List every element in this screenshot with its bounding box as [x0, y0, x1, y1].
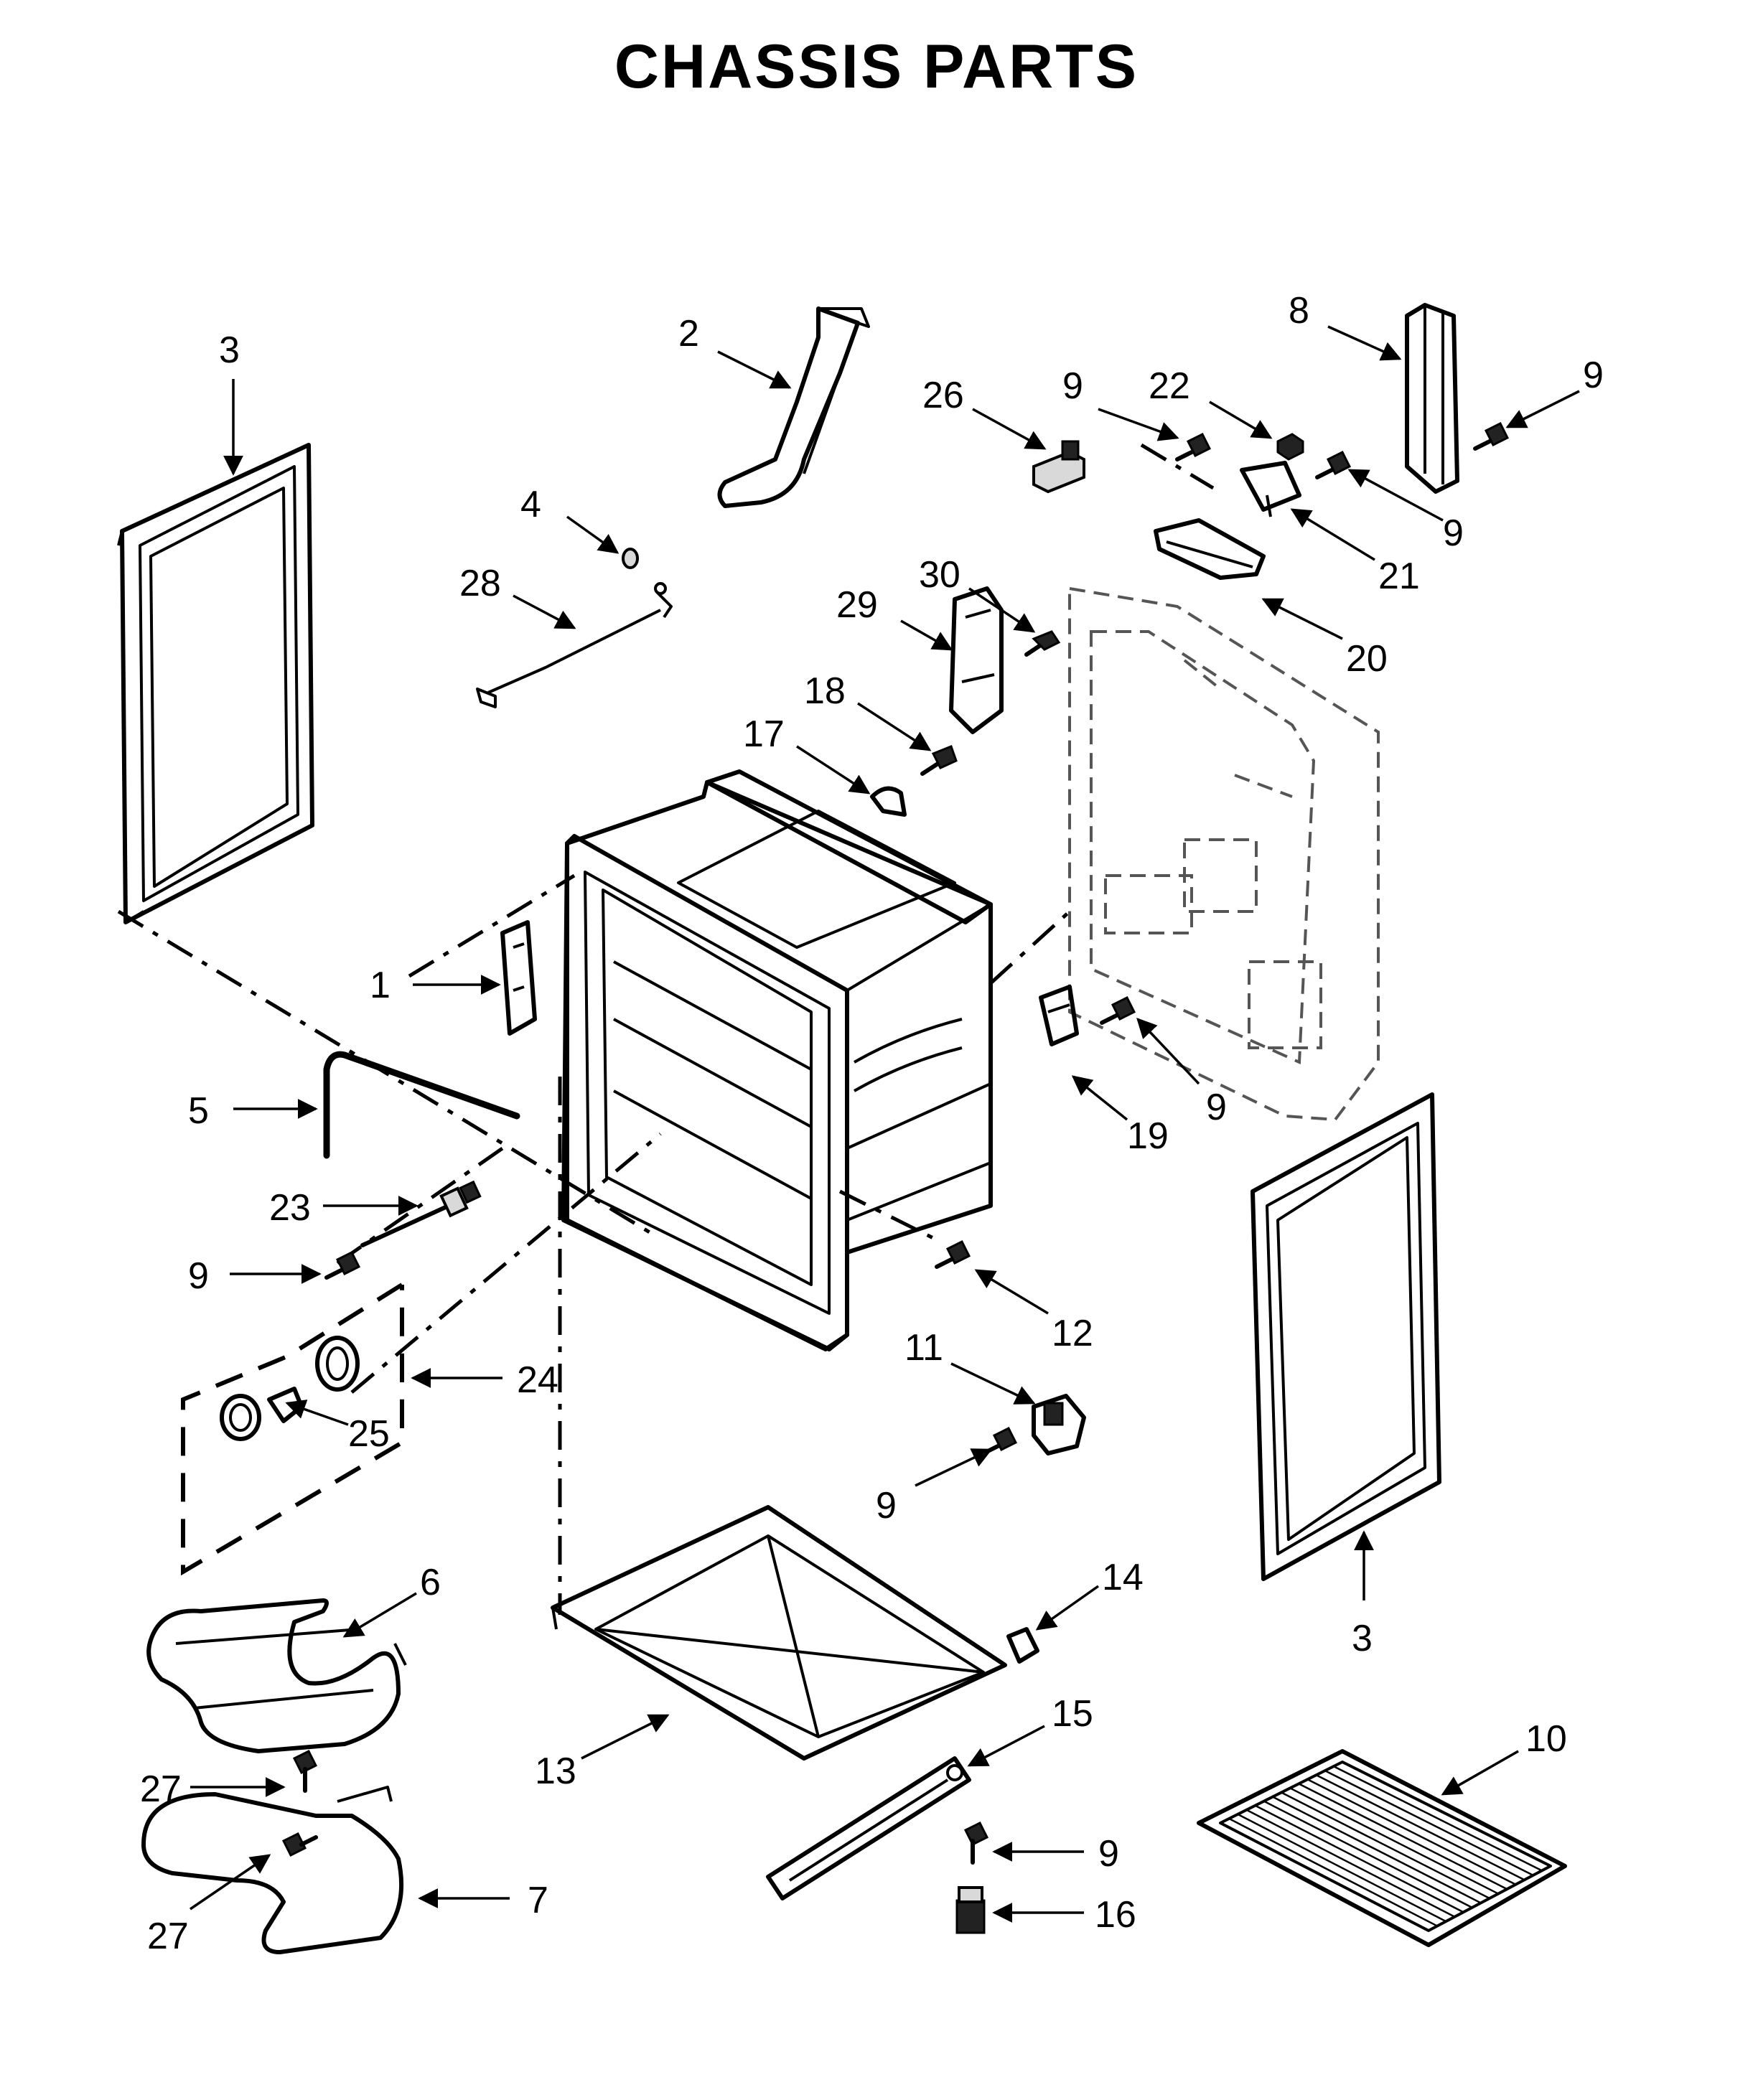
callout-layer: 3 2 4 28 26 9 22 8 9 [140, 290, 1604, 1957]
part-26-terminal-block [1032, 440, 1085, 494]
rack-wire [1316, 1774, 1525, 1881]
callout-28: 28 [459, 563, 501, 604]
callout-9-top-right: 9 [1583, 355, 1604, 396]
callout-27-top: 27 [140, 1768, 182, 1810]
part-29-cover [949, 586, 1004, 734]
callout-24: 24 [517, 1359, 558, 1401]
part-7-bake-element [141, 1786, 404, 1954]
callout-9-top-left: 9 [1062, 365, 1083, 407]
callout-22: 22 [1149, 365, 1190, 407]
rack-wire [1298, 1783, 1507, 1890]
part-21-bracket [1240, 461, 1301, 517]
callout-15: 15 [1052, 1693, 1093, 1735]
rack-wire [1263, 1800, 1473, 1908]
page-title: CHASSIS PARTS [614, 32, 1139, 101]
part-22-nut [1276, 433, 1304, 461]
callout-27-bottom: 27 [147, 1916, 189, 1957]
callout-4: 4 [520, 484, 541, 525]
callout-9-bottom-right: 9 [1098, 1833, 1119, 1875]
part-9-screw-group [324, 421, 1510, 1865]
callout-26: 26 [922, 375, 964, 416]
part-14-clip [1006, 1627, 1039, 1664]
callout-3-left: 3 [219, 329, 240, 371]
callout-3-right: 3 [1352, 1618, 1373, 1659]
rack-wire [1306, 1778, 1516, 1885]
callout-14: 14 [1102, 1557, 1144, 1598]
part-27-screw-top [292, 1749, 318, 1793]
part-16-leveling-leg [955, 1886, 986, 1934]
callout-21: 21 [1378, 556, 1420, 597]
callout-7: 7 [528, 1880, 548, 1921]
part-5-gasket [323, 1051, 520, 1159]
callout-9-left: 9 [188, 1255, 209, 1297]
callout-9-panel: 9 [1206, 1087, 1227, 1128]
oven-cavity [561, 769, 993, 1351]
part-12-screw [935, 1239, 971, 1269]
callout-9-right-mid: 9 [1443, 512, 1464, 554]
callout-8: 8 [1289, 290, 1309, 332]
callout-19: 19 [1127, 1115, 1169, 1157]
rack-wire [1333, 1765, 1543, 1872]
rear-panel-reference [1068, 586, 1380, 1122]
callout-5: 5 [188, 1090, 209, 1132]
callout-2: 2 [678, 313, 699, 355]
callout-25: 25 [348, 1413, 390, 1455]
part-1-hinge-receptacle [500, 920, 537, 1036]
part-10-oven-rack [1197, 1749, 1567, 1947]
rack-wire [1272, 1796, 1482, 1904]
part-17-clip [870, 786, 907, 817]
part-11-lock-block [1032, 1394, 1086, 1456]
callout-11: 11 [904, 1327, 943, 1369]
part-3-left-side-panel [117, 443, 314, 924]
part-19-bracket [1039, 985, 1079, 1046]
rack-wire [1255, 1804, 1464, 1913]
rack-wire [1324, 1770, 1534, 1876]
callout-30: 30 [919, 554, 960, 596]
callout-17: 17 [743, 713, 785, 755]
callout-1: 1 [370, 965, 391, 1006]
part-20-support [1154, 518, 1266, 580]
rack-wire [1237, 1813, 1446, 1923]
part-18-screw [920, 745, 958, 776]
part-6-broil-element [146, 1598, 407, 1753]
part-4-clip [622, 548, 639, 569]
part-28-wire-harness [476, 582, 673, 708]
callout-20: 20 [1346, 638, 1388, 680]
part-23-sensor [360, 1180, 482, 1247]
rack-wire [1245, 1809, 1455, 1918]
rack-wire [1289, 1787, 1499, 1895]
part-15-leveling-bracket [766, 1756, 971, 1900]
part-13-bottom-panel [551, 1505, 1007, 1761]
rack-wire [1228, 1817, 1438, 1927]
callout-10: 10 [1525, 1718, 1567, 1760]
callout-12: 12 [1052, 1313, 1093, 1354]
rack-wire [1281, 1791, 1490, 1900]
callout-13: 13 [535, 1750, 576, 1792]
callout-6: 6 [420, 1562, 441, 1603]
callout-29: 29 [836, 584, 878, 626]
part-3-right-side-panel [1251, 1092, 1441, 1581]
part-30-screw [1024, 630, 1061, 657]
callout-18: 18 [804, 670, 846, 712]
part-25-knob-assembly [220, 1336, 360, 1441]
part-2-bracket [717, 306, 870, 508]
part-8-channel [1405, 303, 1459, 494]
callout-9-bottom-mid: 9 [876, 1485, 897, 1527]
part-27-screw-bottom [281, 1832, 318, 1857]
callout-23: 23 [269, 1187, 311, 1229]
callout-16: 16 [1095, 1894, 1136, 1936]
